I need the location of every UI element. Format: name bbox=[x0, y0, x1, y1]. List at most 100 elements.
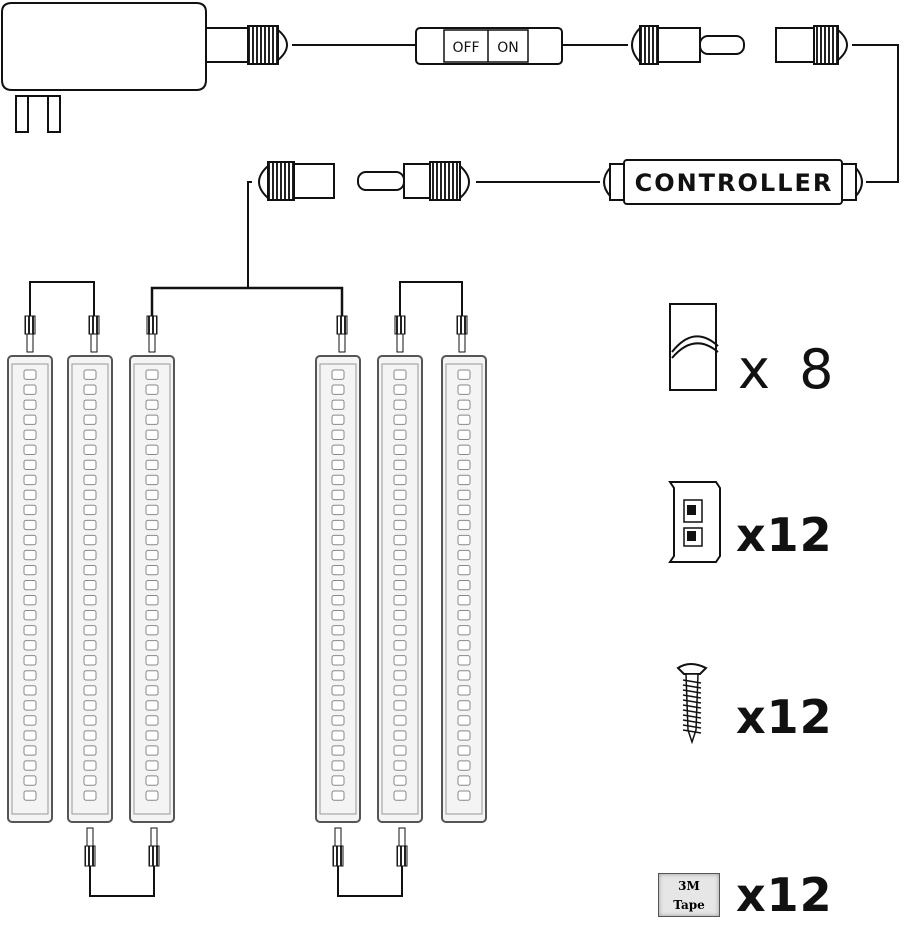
led-chip bbox=[331, 414, 345, 425]
light-bar bbox=[7, 355, 53, 823]
led-chip bbox=[23, 534, 37, 546]
led-chip bbox=[145, 579, 159, 591]
led-chip bbox=[23, 459, 37, 471]
led-chip bbox=[457, 579, 471, 591]
led-chip bbox=[331, 564, 345, 576]
led-chip bbox=[83, 504, 97, 516]
led-chip bbox=[393, 489, 407, 501]
led-chip bbox=[83, 384, 97, 395]
led-chip bbox=[457, 760, 471, 771]
led-chip bbox=[145, 670, 159, 681]
led-chip bbox=[83, 564, 97, 576]
led-chip bbox=[457, 775, 471, 786]
led-chip bbox=[393, 444, 407, 455]
led-chip bbox=[83, 625, 97, 636]
led-chip bbox=[83, 595, 97, 606]
led-chip bbox=[457, 730, 471, 741]
bar-connector-plug bbox=[394, 315, 406, 353]
led-chip bbox=[145, 504, 159, 516]
switch-off-label: OFF bbox=[452, 40, 479, 56]
led-chip bbox=[145, 760, 159, 771]
led-chip bbox=[457, 595, 471, 606]
bar-connectors bbox=[24, 315, 468, 867]
led-chip bbox=[457, 790, 471, 801]
light-bar bbox=[315, 355, 361, 823]
led-chip bbox=[145, 519, 159, 531]
led-chip bbox=[393, 429, 407, 440]
led-chip bbox=[393, 715, 407, 726]
led-chip bbox=[145, 730, 159, 741]
led-chip bbox=[393, 760, 407, 771]
led-chip bbox=[331, 459, 345, 471]
led-chip bbox=[393, 549, 407, 561]
led-chip bbox=[457, 369, 471, 380]
led-chip bbox=[457, 459, 471, 471]
led-chip bbox=[83, 399, 97, 410]
led-chip bbox=[83, 549, 97, 561]
led-chip bbox=[331, 369, 345, 380]
led-chip bbox=[331, 549, 345, 561]
led-chip bbox=[393, 595, 407, 606]
led-chip bbox=[145, 595, 159, 606]
led-chip bbox=[23, 760, 37, 771]
led-chip bbox=[23, 519, 37, 531]
led-chip bbox=[145, 549, 159, 561]
led-chip bbox=[83, 640, 97, 651]
led-chip bbox=[457, 489, 471, 501]
led-chip bbox=[457, 625, 471, 636]
female-dc-socket-icon bbox=[258, 161, 335, 201]
led-chip bbox=[331, 700, 345, 711]
led-chip bbox=[23, 745, 37, 756]
led-chip bbox=[393, 534, 407, 546]
led-chip bbox=[393, 564, 407, 576]
led-chip bbox=[145, 414, 159, 425]
led-chip bbox=[331, 625, 345, 636]
led-chip bbox=[23, 670, 37, 681]
led-chip bbox=[83, 474, 97, 486]
led-chip bbox=[457, 670, 471, 681]
led-chip bbox=[393, 655, 407, 666]
led-chip bbox=[457, 534, 471, 546]
led-chip bbox=[331, 399, 345, 410]
led-chip bbox=[23, 429, 37, 440]
led-chip bbox=[145, 564, 159, 576]
led-chip bbox=[393, 414, 407, 425]
led-chip bbox=[457, 745, 471, 756]
led-chip bbox=[393, 625, 407, 636]
bar-connector-plug bbox=[336, 315, 348, 353]
led-chip bbox=[145, 384, 159, 395]
led-chip bbox=[457, 549, 471, 561]
led-chip bbox=[331, 745, 345, 756]
led-chip bbox=[83, 414, 97, 425]
led-chip bbox=[23, 414, 37, 425]
bar-connector-plug bbox=[396, 827, 408, 867]
led-chip bbox=[83, 579, 97, 591]
light-bar bbox=[67, 355, 113, 823]
led-chip bbox=[83, 670, 97, 681]
led-chip bbox=[145, 700, 159, 711]
led-chip bbox=[393, 384, 407, 395]
3m-tape-label-line1: 3M bbox=[678, 879, 700, 893]
led-chip bbox=[457, 414, 471, 425]
led-chip bbox=[393, 640, 407, 651]
led-chip bbox=[393, 730, 407, 741]
led-chip bbox=[83, 730, 97, 741]
led-chip bbox=[457, 685, 471, 696]
bar-connector-plug bbox=[24, 315, 36, 353]
led-chip bbox=[393, 685, 407, 696]
led-chip bbox=[457, 610, 471, 621]
led-chip bbox=[331, 444, 345, 455]
led-chip bbox=[23, 444, 37, 455]
led-chip bbox=[145, 745, 159, 756]
led-chip bbox=[83, 534, 97, 546]
led-chip bbox=[457, 399, 471, 410]
switch-on-label: ON bbox=[497, 40, 519, 56]
led-chip bbox=[23, 655, 37, 666]
led-chip bbox=[331, 534, 345, 546]
power-adapter-icon bbox=[1, 2, 288, 133]
led-chip bbox=[331, 775, 345, 786]
led-chip bbox=[83, 519, 97, 531]
led-chip bbox=[393, 670, 407, 681]
light-bar bbox=[441, 355, 487, 823]
led-chip bbox=[145, 790, 159, 801]
